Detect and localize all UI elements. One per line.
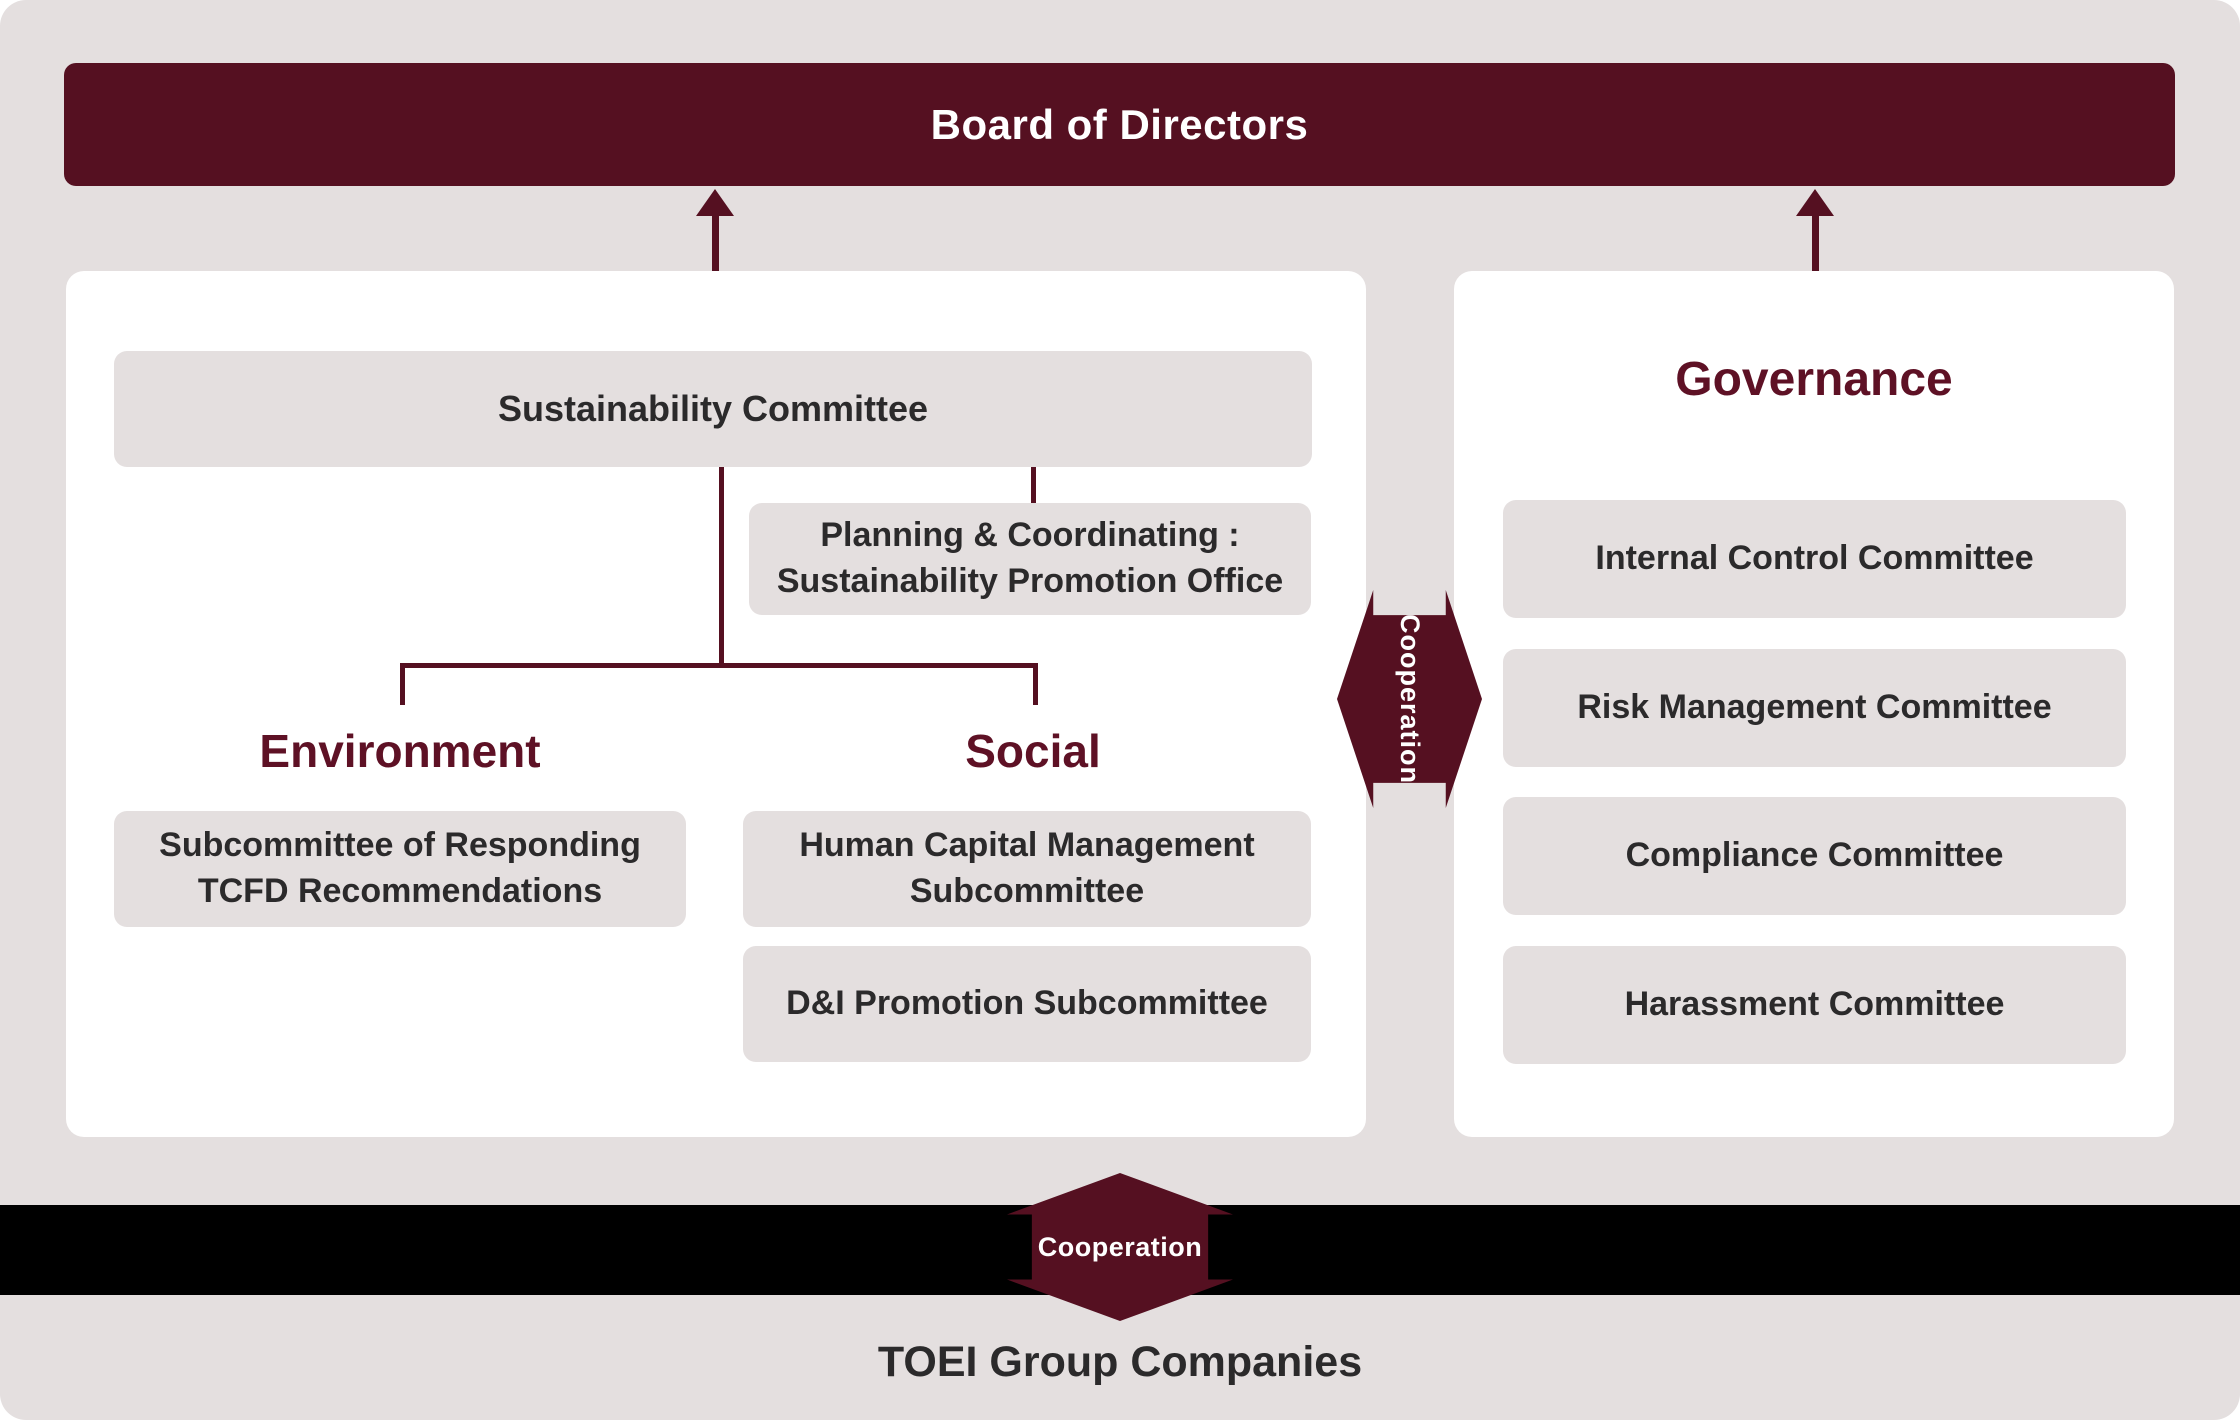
risk-management-committee-label: Risk Management Committee — [1577, 688, 2052, 727]
cooperation-label: Cooperation — [1037, 1231, 1203, 1262]
connector-branch-horizontal — [400, 663, 1038, 668]
planning-office-line1: Planning & Coordinating : — [820, 516, 1240, 555]
planning-office-box: Planning & Coordinating : Sustainability… — [749, 503, 1311, 615]
sustainability-committee-label: Sustainability Committee — [497, 387, 929, 429]
internal-control-committee-box: Internal Control Committee — [1503, 500, 2126, 618]
tcfd-subcommittee-box: Subcommittee of Responding TCFD Recommen… — [114, 811, 686, 927]
tcfd-subcommittee-line1: Subcommittee of Responding — [159, 826, 641, 865]
connector-social-stub — [1033, 663, 1038, 705]
connector-committee-to-branch — [719, 467, 724, 665]
compliance-committee-label: Compliance Committee — [1625, 836, 2004, 875]
di-promotion-subcommittee-box: D&I Promotion Subcommittee — [743, 946, 1311, 1062]
di-promotion-label: D&I Promotion Subcommittee — [786, 984, 1268, 1023]
sustainability-committee-box: Sustainability Committee — [114, 351, 1312, 467]
environment-heading: Environment — [259, 725, 541, 777]
compliance-committee-box: Compliance Committee — [1503, 797, 2126, 915]
toei-group-companies-label: TOEI Group Companies — [877, 1338, 1363, 1386]
connector-environment-stub — [400, 663, 405, 705]
cooperation-double-arrow-icon: Cooperation — [1007, 1173, 1233, 1321]
governance-heading: Governance — [1675, 353, 1953, 406]
board-of-directors-banner: Board of Directors — [64, 63, 2175, 186]
arrow-up-shaft — [1812, 214, 1819, 272]
internal-control-committee-label: Internal Control Committee — [1595, 539, 2034, 578]
board-of-directors-label: Board of Directors — [930, 100, 1309, 148]
arrow-up-shaft — [712, 214, 719, 272]
human-capital-line1: Human Capital Management — [799, 826, 1255, 865]
arrow-up-icon — [1796, 189, 1834, 216]
planning-office-line2: Sustainability Promotion Office — [776, 562, 1284, 600]
human-capital-subcommittee-box: Human Capital Management Subcommittee — [743, 811, 1311, 927]
human-capital-line2: Subcommittee — [909, 872, 1145, 910]
harassment-committee-label: Harassment Committee — [1624, 985, 2005, 1024]
arrow-up-icon — [696, 189, 734, 216]
social-heading: Social — [965, 725, 1101, 777]
tcfd-subcommittee-line2: TCFD Recommendations — [197, 872, 603, 910]
cooperation-label: Cooperation — [1395, 614, 1425, 784]
connector-committee-to-planning — [1031, 467, 1036, 507]
harassment-committee-box: Harassment Committee — [1503, 946, 2126, 1064]
risk-management-committee-box: Risk Management Committee — [1503, 649, 2126, 767]
